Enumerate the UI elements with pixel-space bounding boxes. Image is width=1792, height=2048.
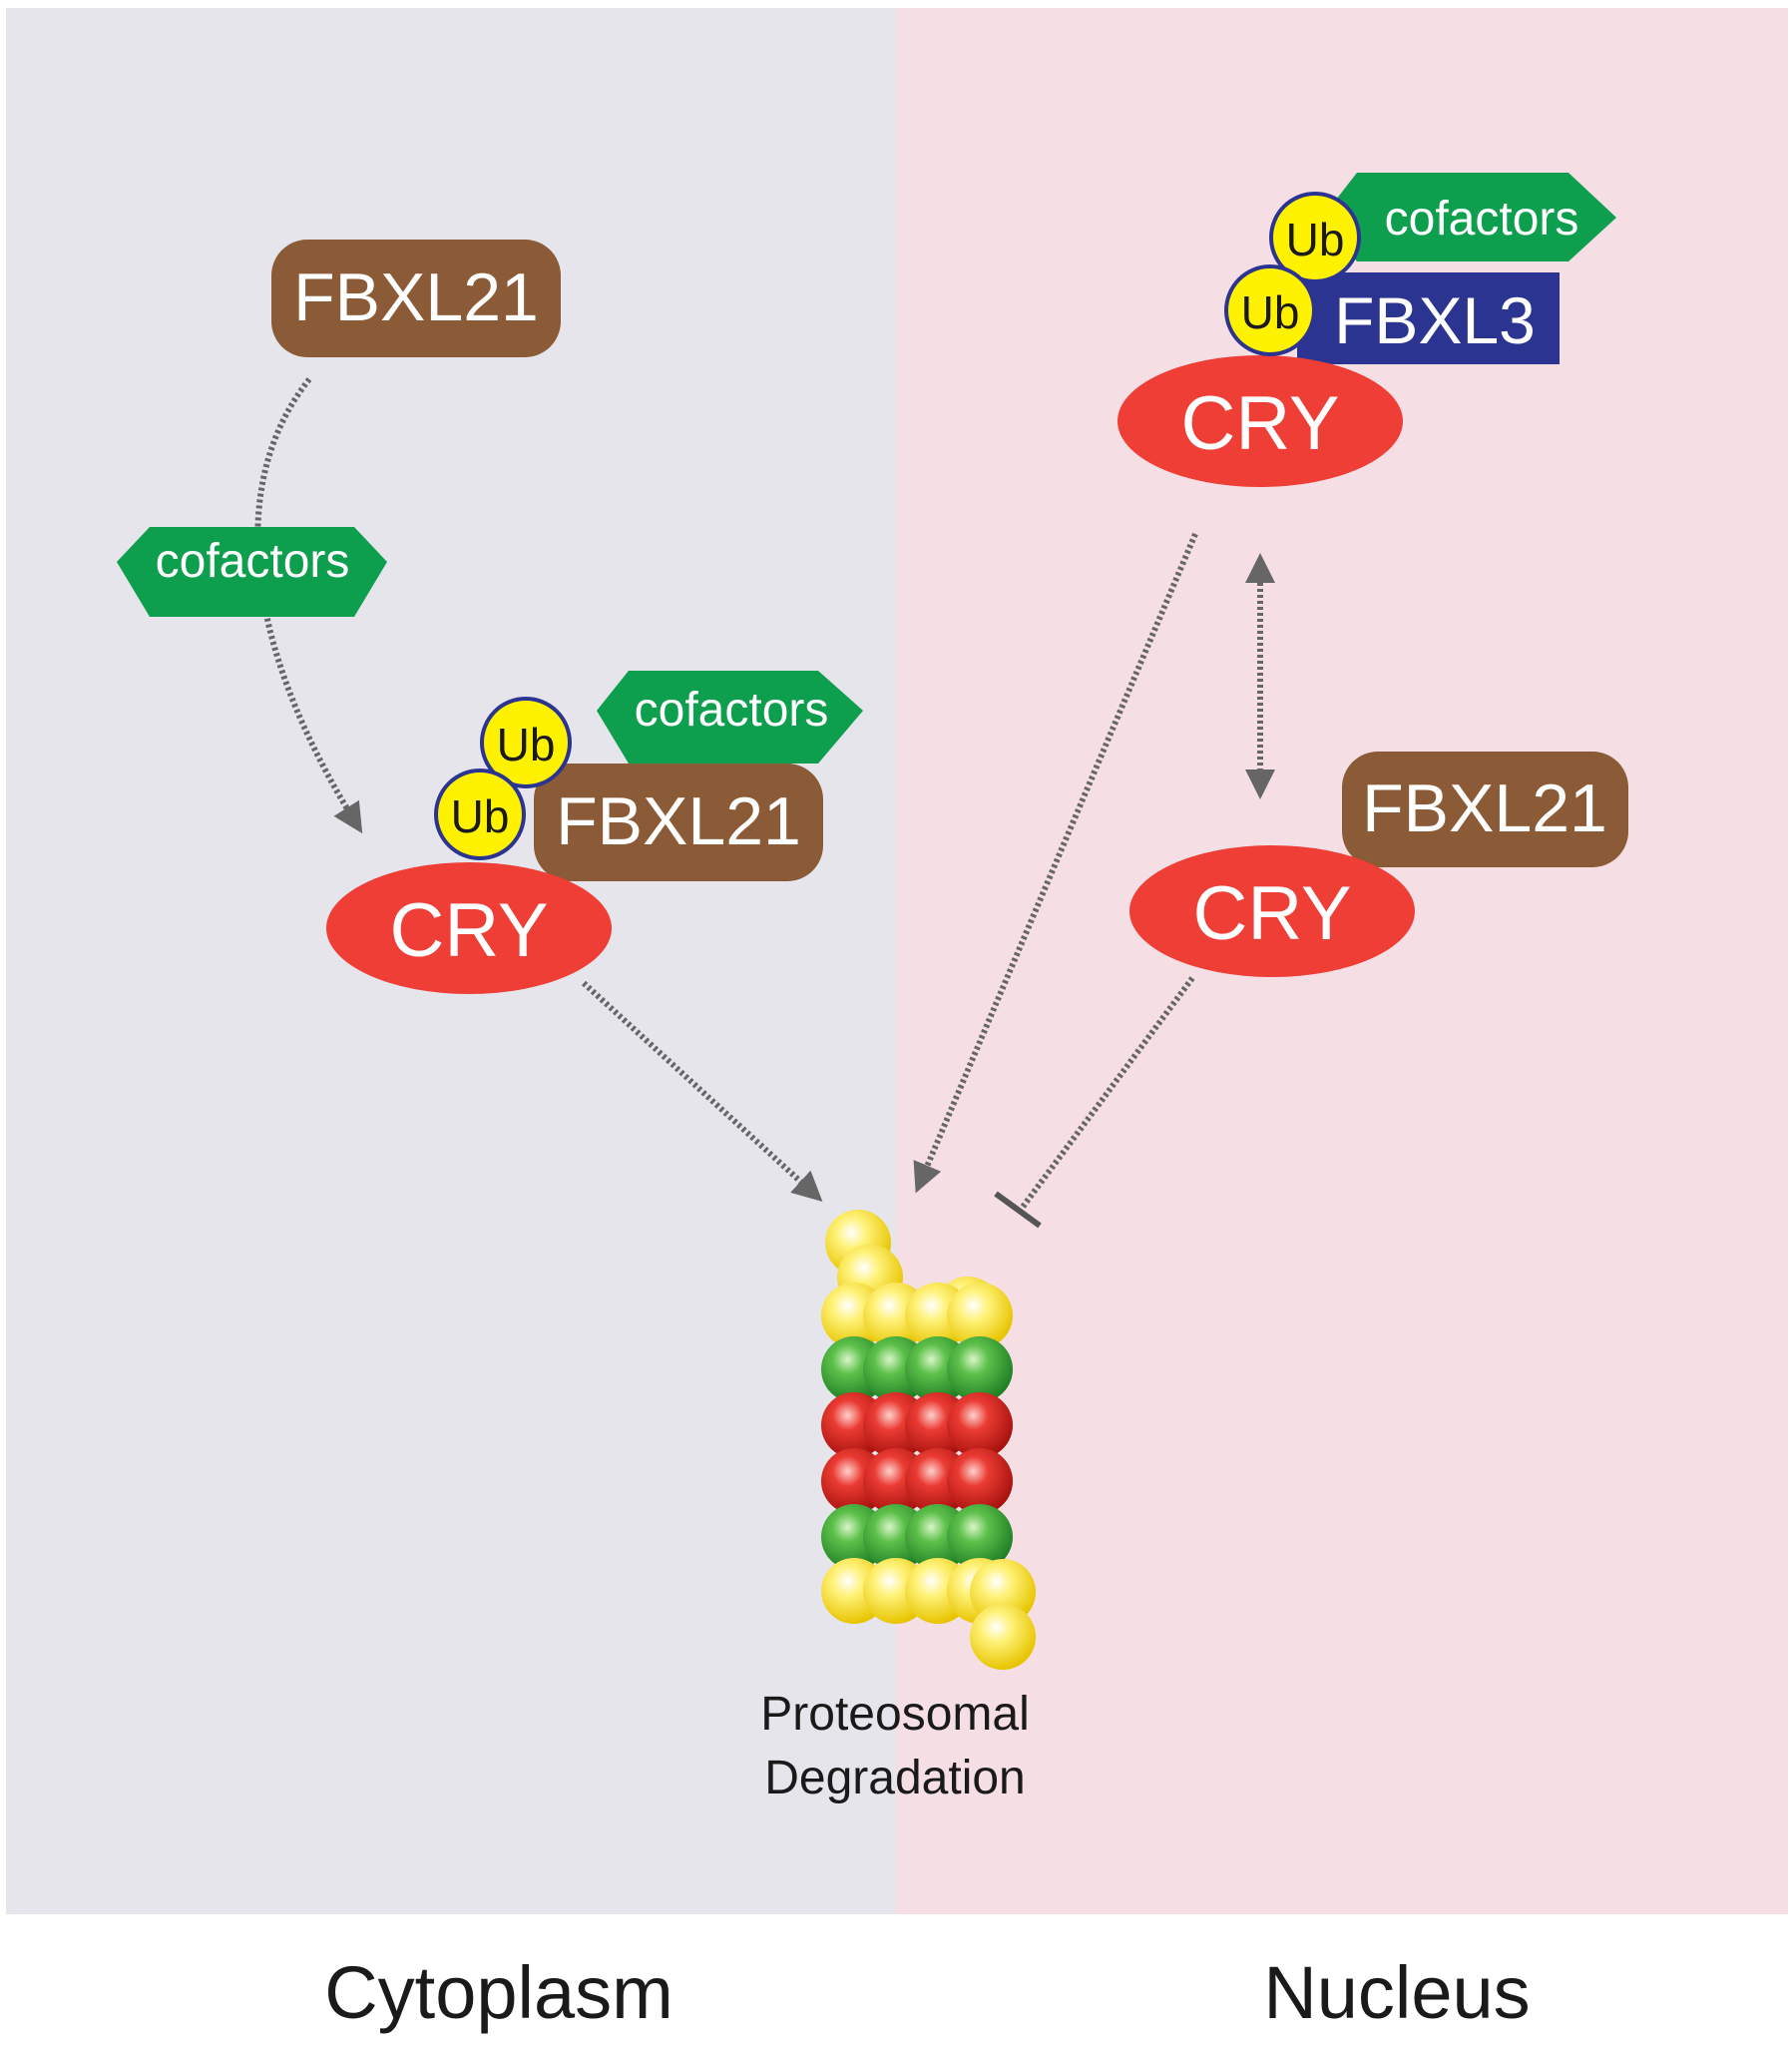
arrow-left-complex-to-proteasome: [581, 980, 823, 1203]
proteasome-ring-ball: [947, 1504, 1013, 1570]
cry-fbxl21-complex-nucleus: FBXL21 CRY: [1129, 752, 1628, 977]
complex-left-ub-2: [434, 768, 526, 860]
complex-right-bottom-cry-label: CRY: [1192, 871, 1351, 956]
complex-right-bottom-fbxl21-box: [1342, 752, 1628, 867]
arrow-fbxl3-complex-to-proteasome: [913, 532, 1198, 1194]
complex-right-fbxl3-label: FBXL3: [1334, 283, 1536, 357]
cofactors-left: cofactors: [117, 527, 387, 617]
proteasome-ring-ball: [947, 1336, 1013, 1402]
fbxl21-free-label: FBXL21: [293, 259, 539, 335]
complex-left-fbxl21-box: [534, 764, 823, 881]
complex-left-ub-1: [480, 697, 572, 788]
complex-right-cofactors-label: cofactors: [1385, 193, 1579, 246]
complex-right-ub-1-label: Ub: [1286, 214, 1345, 265]
cofactors-left-label: cofactors: [156, 535, 350, 588]
complex-right-ub-2: [1224, 264, 1316, 356]
proteasome-ring-ball: [947, 1392, 1013, 1458]
proteasome-ring-ball: [947, 1448, 1013, 1514]
complex-right-cry-ellipse: [1118, 355, 1403, 487]
cry-fbxl21-complex-cytoplasm: cofactors FBXL21 CRY Ub Ub: [326, 671, 863, 994]
complex-left-cofactors-octagon: [597, 671, 863, 764]
cofactors-left-octagon: [117, 527, 387, 617]
proteasome-ring-ball: [947, 1282, 1013, 1348]
inhibition-fbxl21-cry-to-proteasome: [1018, 976, 1195, 1212]
complex-left-ub-1-label: Ub: [497, 719, 556, 770]
proteasome-label-line2: Degradation: [764, 1752, 1026, 1804]
cytoplasm-label: Cytoplasm: [324, 1951, 673, 2034]
complex-left-cofactors-label: cofactors: [635, 684, 829, 737]
complex-left-cry-label: CRY: [389, 888, 548, 973]
complex-right-cofactors-octagon: [1322, 173, 1616, 261]
complex-right-bottom-fbxl21-label: FBXL21: [1362, 770, 1607, 846]
cry-fbxl3-complex-nucleus: cofactors FBXL3 CRY Ub Ub: [1118, 173, 1616, 487]
complex-right-ub-2-label: Ub: [1241, 286, 1300, 338]
proteasome-cap-ball: [970, 1604, 1036, 1670]
complex-right-cry-label: CRY: [1180, 381, 1339, 466]
fbxl21-box: [271, 240, 561, 357]
nucleus-label: Nucleus: [1263, 1951, 1530, 2034]
complex-left-cry-ellipse: [326, 862, 612, 994]
complex-right-bottom-cry-ellipse: [1129, 845, 1415, 977]
complex-right-ub-1: [1269, 192, 1361, 283]
inhibition-bar: [994, 1191, 1042, 1229]
complex-left-fbxl21-label: FBXL21: [556, 783, 801, 859]
complex-left-ub-2-label: Ub: [451, 790, 510, 842]
proteasome: [821, 1210, 1036, 1670]
proteasome-label-line1: Proteosomal: [760, 1688, 1029, 1741]
complex-right-fbxl3-box: [1297, 272, 1560, 364]
fbxl21-free: FBXL21: [271, 240, 561, 357]
